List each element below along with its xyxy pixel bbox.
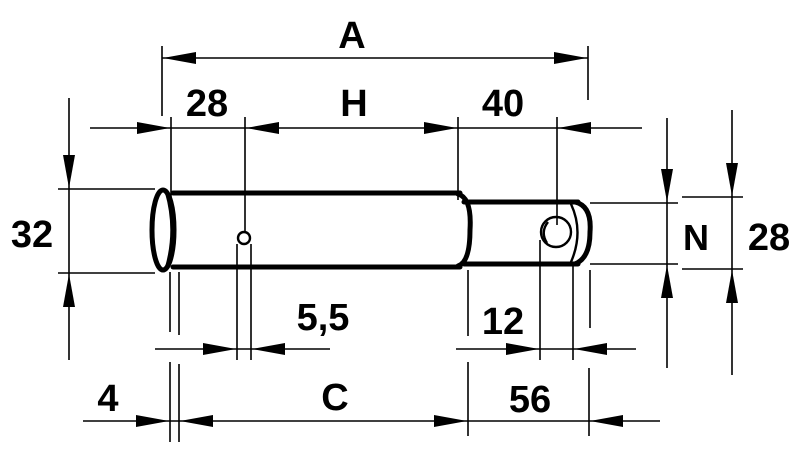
- arrow-left-icon: [163, 52, 196, 64]
- dimension-28-right: 28: [682, 110, 790, 375]
- dimension-row-28-h-40: 28 H 40: [90, 83, 642, 232]
- label-12: 12: [482, 301, 524, 343]
- dimension-row-4-c-56: 4 C 56: [83, 272, 660, 442]
- dimension-5-5: 5,5: [155, 244, 349, 360]
- label-4: 4: [97, 378, 118, 420]
- large-hole: [539, 215, 573, 249]
- label-32: 32: [11, 214, 53, 256]
- small-hole: [236, 230, 252, 246]
- pin-body: [149, 187, 593, 273]
- dimension-32: 32: [11, 98, 155, 360]
- dimension-n: N: [590, 118, 709, 368]
- label-5-5: 5,5: [297, 297, 350, 339]
- dimension-a: A: [161, 15, 589, 116]
- label-n: N: [683, 217, 709, 258]
- dimension-12: 12: [456, 240, 636, 360]
- label-h: H: [340, 83, 367, 125]
- label-28-top: 28: [186, 83, 228, 125]
- label-a: A: [338, 15, 365, 57]
- label-c: C: [321, 377, 348, 419]
- label-56: 56: [509, 379, 551, 421]
- arrow-right-icon: [554, 52, 587, 64]
- label-28-right: 28: [748, 217, 790, 259]
- label-40: 40: [482, 83, 524, 125]
